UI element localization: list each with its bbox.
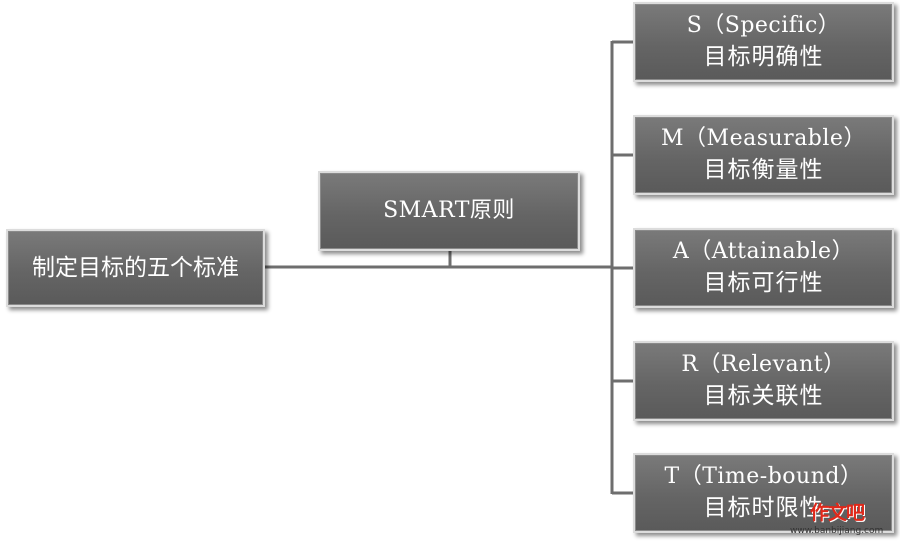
branch-node-relevant: R（Relevant） 目标关联性 [633, 341, 894, 421]
watermark-url: www.banbijiang.com [790, 526, 884, 536]
branch-meaning: 目标衡量性 [703, 157, 824, 183]
branch-meaning: 目标明确性 [703, 44, 824, 70]
branch-node-attainable: A（Attainable） 目标可行性 [633, 228, 894, 308]
root-node: 制定目标的五个标准 [6, 229, 265, 307]
branch-letter-line: T（Time-bound） [664, 464, 863, 489]
branch-letter-line: R（Relevant） [681, 352, 846, 377]
branch-node-time-bound: T（Time-bound） 目标时限性 [633, 453, 894, 533]
branch-letter-line: A（Attainable） [672, 239, 855, 264]
watermark: 作文吧 www.banbijiang.com [790, 498, 896, 538]
smart-principle-label: SMART原则 [383, 198, 515, 223]
branch-meaning: 目标时限性 [703, 495, 824, 521]
branch-meaning: 目标可行性 [703, 270, 824, 296]
root-node-label: 制定目标的五个标准 [32, 255, 239, 281]
watermark-logo: 作文吧 [810, 502, 865, 524]
branch-node-specific: S（Specific） 目标明确性 [633, 2, 894, 82]
branch-meaning: 目标关联性 [703, 383, 824, 409]
branch-node-measurable: M（Measurable） 目标衡量性 [633, 115, 894, 195]
branch-letter-line: S（Specific） [686, 13, 841, 38]
branch-letter-line: M（Measurable） [661, 126, 866, 151]
smart-principle-node: SMART原则 [318, 171, 580, 251]
